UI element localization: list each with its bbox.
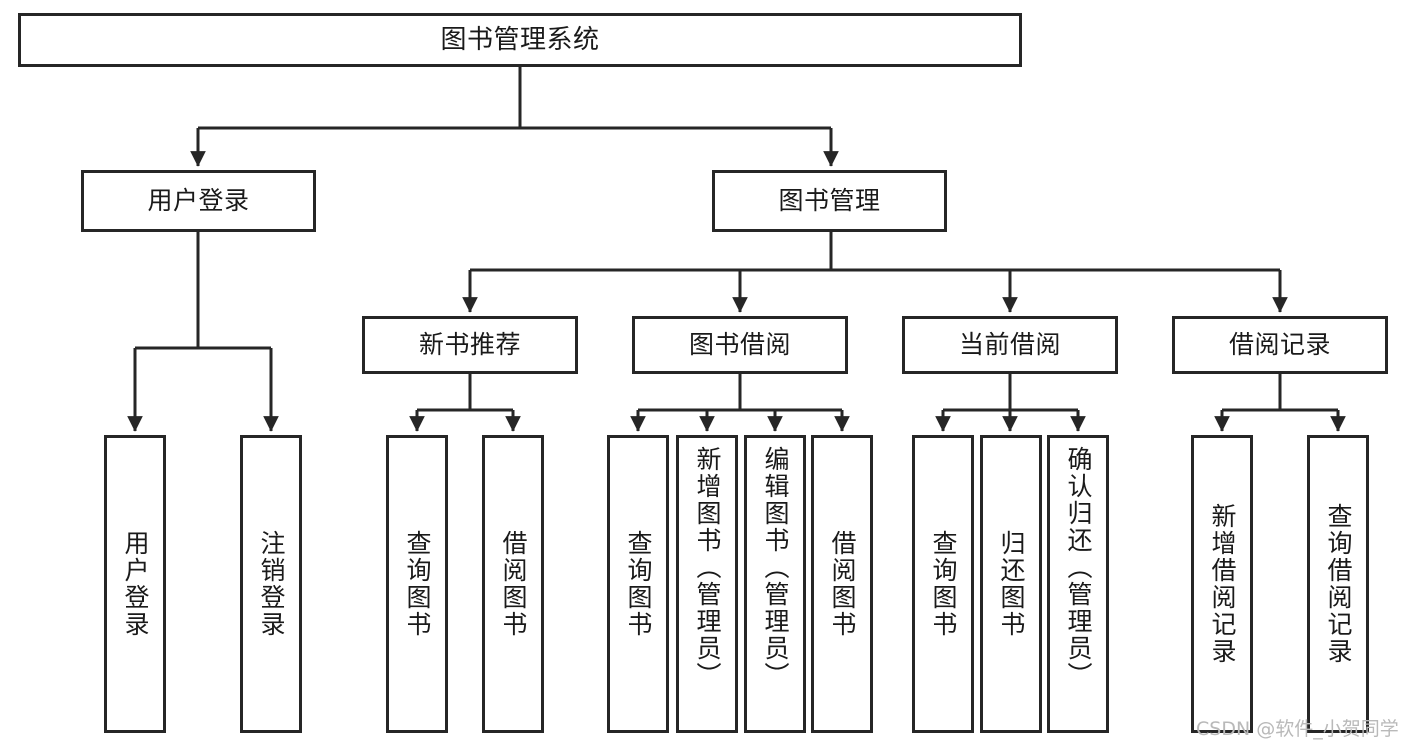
leaf-br-query-record[interactable]: 查询借阅记录 bbox=[1307, 435, 1369, 733]
node-label: 新增图书（管理员） bbox=[693, 446, 722, 689]
node-label: 新书推荐 bbox=[418, 330, 521, 360]
node-book-management[interactable]: 图书管理 bbox=[712, 170, 947, 232]
node-label: 查询借阅记录 bbox=[1324, 503, 1353, 665]
leaf-cb-return-book[interactable]: 归还图书 bbox=[980, 435, 1042, 733]
node-new-book-recommend[interactable]: 新书推荐 bbox=[362, 316, 578, 374]
leaf-bb-borrow-book[interactable]: 借阅图书 bbox=[811, 435, 873, 733]
node-borrow-record[interactable]: 借阅记录 bbox=[1172, 316, 1388, 374]
node-label: 新增借阅记录 bbox=[1208, 503, 1237, 665]
node-label: 用户登录 bbox=[147, 186, 250, 216]
node-root-system[interactable]: 图书管理系统 bbox=[18, 13, 1022, 67]
node-current-borrow[interactable]: 当前借阅 bbox=[902, 316, 1118, 374]
leaf-user-login[interactable]: 用户登录 bbox=[104, 435, 166, 733]
leaf-bb-edit-book-admin[interactable]: 编辑图书（管理员） bbox=[744, 435, 806, 733]
node-label: 用户登录 bbox=[121, 530, 150, 638]
node-label: 图书管理 bbox=[778, 186, 881, 216]
leaf-cb-confirm-return-admin[interactable]: 确认归还（管理员） bbox=[1047, 435, 1109, 733]
leaf-nb-query-book[interactable]: 查询图书 bbox=[386, 435, 448, 733]
leaf-cb-query-book[interactable]: 查询图书 bbox=[912, 435, 974, 733]
node-label: 当前借阅 bbox=[958, 330, 1061, 360]
node-label: 归还图书 bbox=[997, 530, 1026, 638]
node-label: 借阅记录 bbox=[1228, 330, 1331, 360]
node-label: 编辑图书（管理员） bbox=[761, 446, 790, 689]
node-label: 借阅图书 bbox=[828, 530, 857, 638]
leaf-bb-add-book-admin[interactable]: 新增图书（管理员） bbox=[676, 435, 738, 733]
leaf-br-add-record[interactable]: 新增借阅记录 bbox=[1191, 435, 1253, 733]
node-label: 图书借阅 bbox=[688, 330, 791, 360]
watermark-text: CSDN @软件_小贺同学 bbox=[1196, 718, 1399, 740]
node-book-borrow[interactable]: 图书借阅 bbox=[632, 316, 848, 374]
node-label: 注销登录 bbox=[257, 530, 286, 638]
node-label: 借阅图书 bbox=[499, 530, 528, 638]
node-user-login[interactable]: 用户登录 bbox=[81, 170, 316, 232]
node-label: 查询图书 bbox=[929, 530, 958, 638]
node-label: 查询图书 bbox=[624, 530, 653, 638]
node-label: 查询图书 bbox=[403, 530, 432, 638]
node-label: 确认归还（管理员） bbox=[1064, 446, 1093, 689]
leaf-logout[interactable]: 注销登录 bbox=[240, 435, 302, 733]
leaf-bb-query-book[interactable]: 查询图书 bbox=[607, 435, 669, 733]
leaf-nb-borrow-book[interactable]: 借阅图书 bbox=[482, 435, 544, 733]
node-label: 图书管理系统 bbox=[440, 24, 600, 55]
